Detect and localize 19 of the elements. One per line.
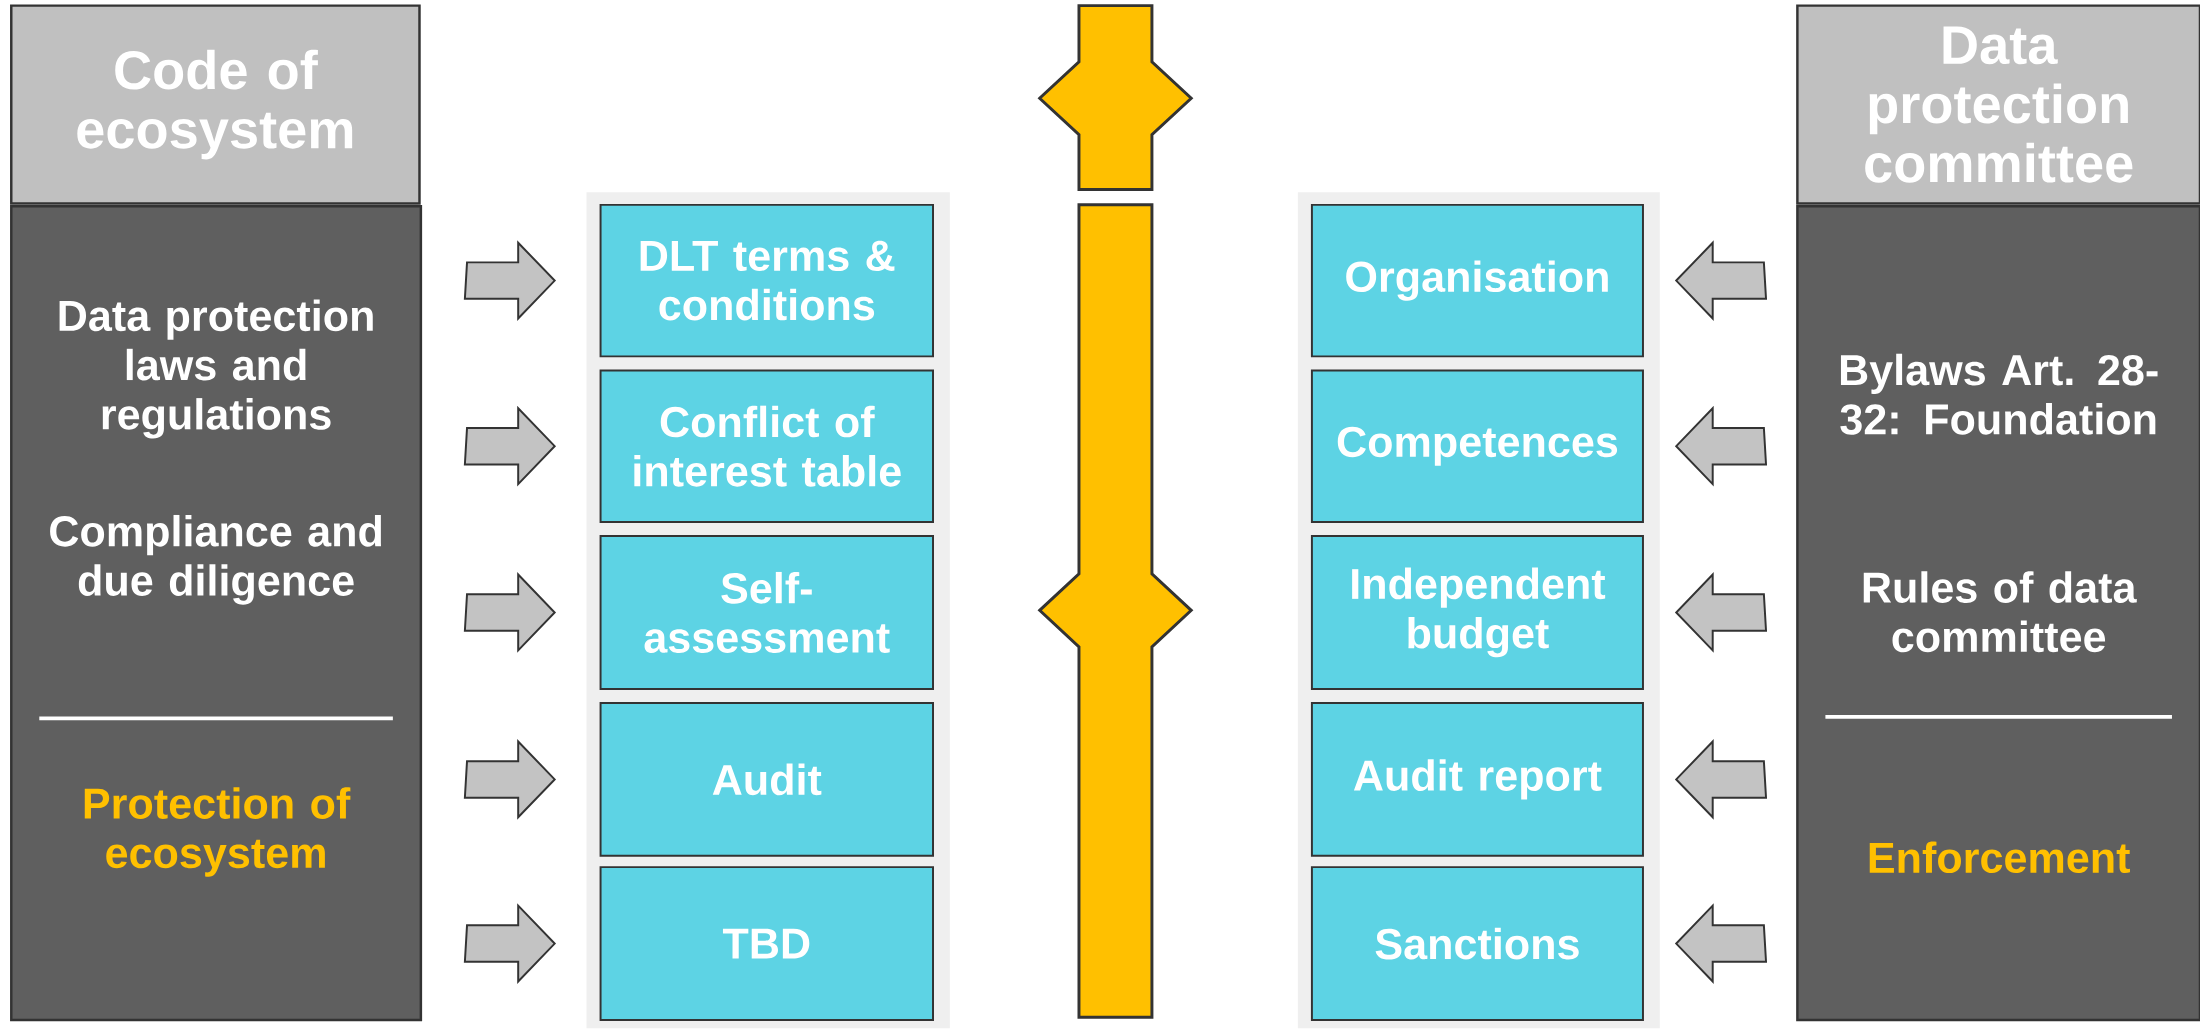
process-box: Sanctions bbox=[1310, 866, 1644, 1022]
block-arrow bbox=[463, 739, 557, 820]
process-box: Organisation bbox=[1310, 203, 1644, 358]
process-box: Audit bbox=[599, 702, 934, 857]
process-box: TBD bbox=[599, 866, 934, 1022]
process-box: Conflict of interest table bbox=[599, 369, 934, 523]
block-arrow bbox=[463, 405, 557, 487]
text-panel: Data protection laws and regulations Compliance and due diligence Protection of ecosystem bbox=[10, 205, 423, 1022]
process-box: DLT terms & conditions bbox=[599, 203, 934, 358]
header-box: Data protection committee bbox=[1796, 4, 2200, 205]
text-panel: Bylaws Art. 28-32: Foundation Rules of data committee Enforcement bbox=[1796, 205, 2200, 1022]
block-arrow bbox=[463, 572, 557, 653]
block-arrow bbox=[463, 240, 557, 322]
header-box: Code of ecosystem bbox=[10, 4, 421, 205]
block-arrow bbox=[463, 903, 557, 984]
process-box: Audit report bbox=[1310, 702, 1644, 857]
process-box: Competences bbox=[1310, 369, 1644, 523]
process-box: Independent budget bbox=[1310, 535, 1644, 690]
process-box: Self-assessment bbox=[599, 535, 934, 690]
